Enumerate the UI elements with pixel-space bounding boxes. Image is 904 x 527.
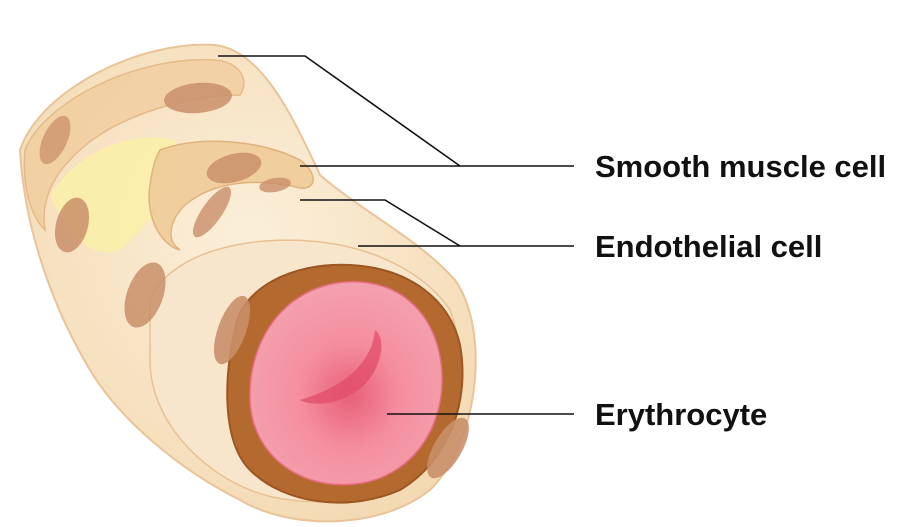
vessel-illustration (20, 45, 477, 522)
labels: Smooth muscle cell Endothelial cell Eryt… (595, 149, 886, 432)
label-smooth-muscle-cell: Smooth muscle cell (595, 149, 886, 184)
label-endothelial-cell: Endothelial cell (595, 229, 822, 264)
label-erythrocyte: Erythrocyte (595, 397, 767, 432)
